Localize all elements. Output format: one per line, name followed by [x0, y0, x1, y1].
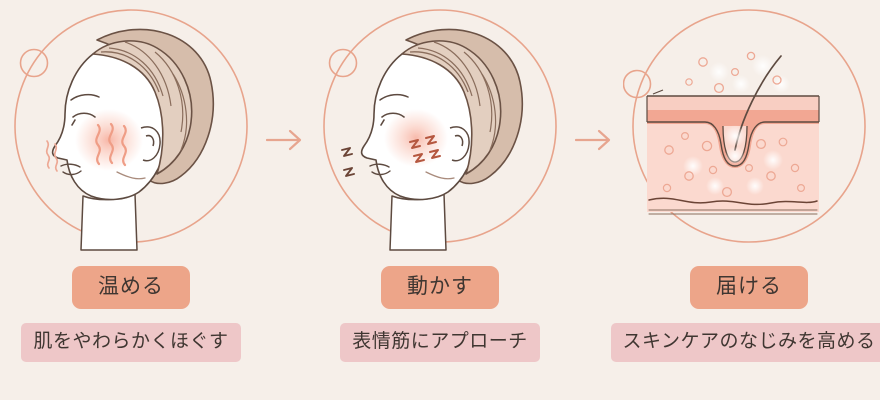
step-card-warm: 温める 肌をやわらかくほぐす	[0, 0, 262, 400]
zigzag-motion-marks-cheek	[409, 135, 441, 163]
ear	[140, 126, 161, 162]
heat-wave-lines-cheek	[95, 122, 127, 167]
decorative-ring	[623, 9, 866, 243]
step-badge-move: 動かす	[381, 266, 499, 309]
arrow-right-icon	[574, 129, 610, 151]
illustration-skin-cross-section	[623, 9, 866, 243]
arrow-right-icon	[265, 129, 301, 151]
absorbed-particles	[662, 125, 806, 198]
cheek-blush	[384, 109, 448, 167]
step-caption-deliver: スキンケアのなじみを高める	[610, 323, 880, 362]
floating-particles	[685, 51, 790, 94]
subcutaneous-boundary	[648, 197, 818, 215]
facial-features	[369, 93, 455, 180]
illustration-face-profile-warm	[14, 9, 248, 251]
heat-wave-lines-nose	[45, 140, 59, 172]
arrow-step-2-to-3	[571, 0, 618, 400]
step-card-move: 動かす 表情筋にアプローチ	[309, 0, 571, 400]
step-card-deliver: 届ける スキンケアのなじみを高める	[610, 0, 880, 400]
hair-front	[92, 40, 193, 175]
illustration-face-profile-move	[323, 9, 557, 251]
hair-front	[401, 40, 502, 175]
ear	[449, 126, 470, 162]
step-caption-move: 表情筋にアプローチ	[340, 323, 540, 362]
step-badge-deliver: 届ける	[690, 266, 808, 309]
zigzag-motion-marks-mouth	[341, 147, 355, 177]
step-caption-warm: 肌をやわらかくほぐす	[21, 323, 241, 362]
facial-features	[60, 93, 146, 180]
arrow-step-1-to-2	[262, 0, 309, 400]
step-badge-warm: 温める	[72, 266, 190, 309]
